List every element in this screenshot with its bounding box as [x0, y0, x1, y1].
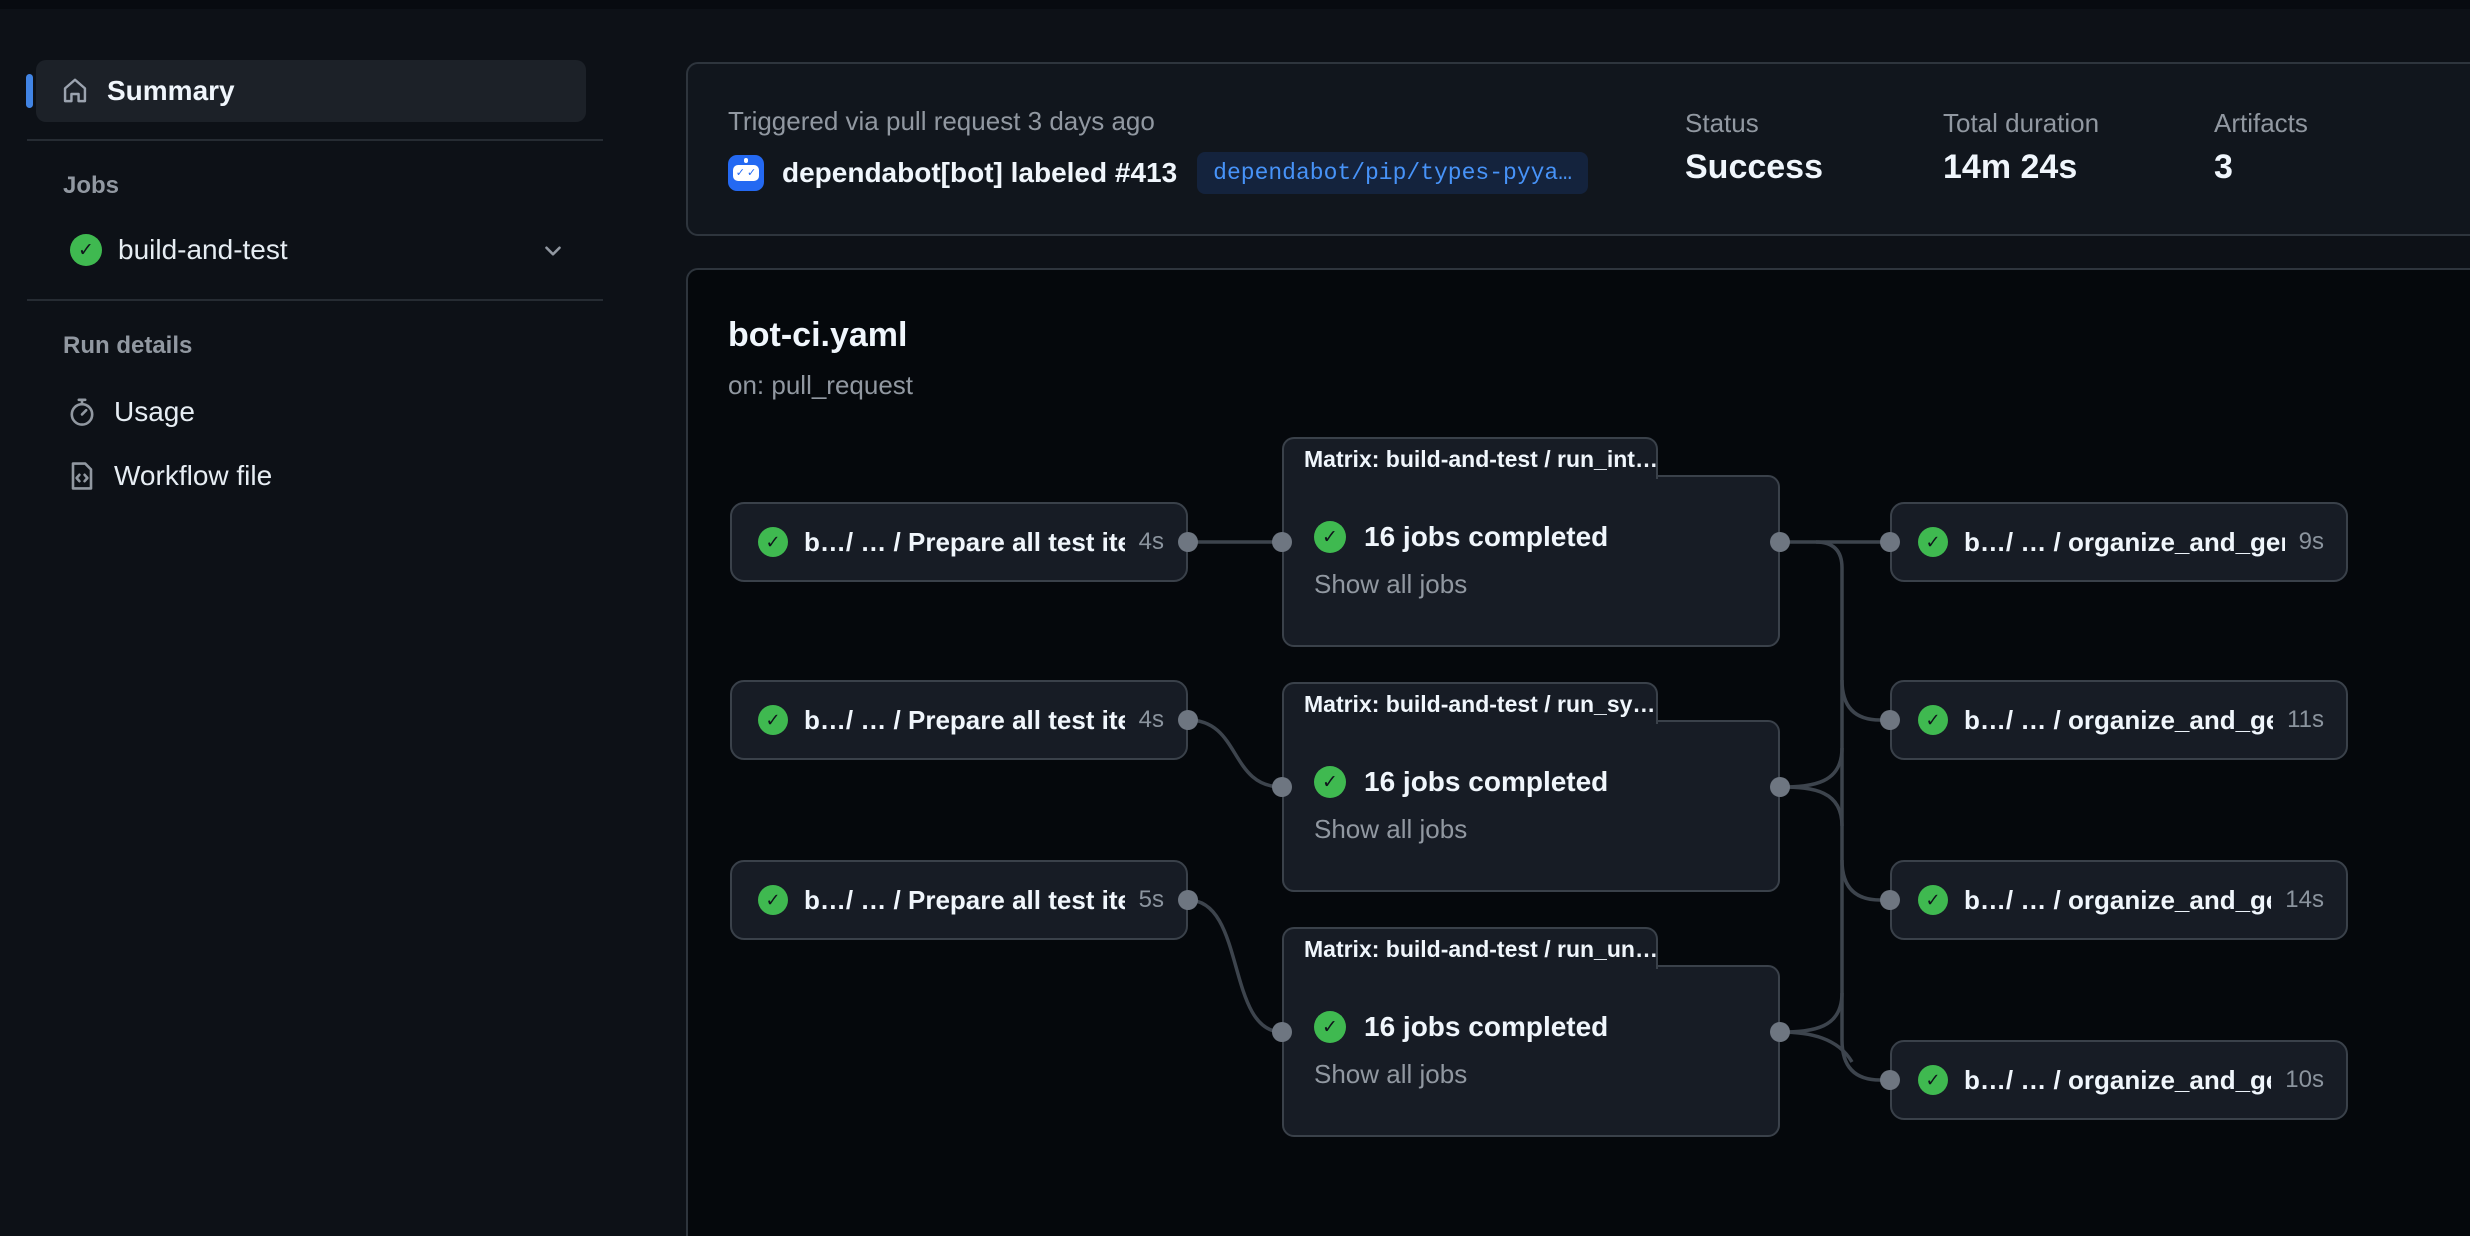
stat-label: Total duration	[1943, 108, 2100, 138]
job-duration: 11s	[2287, 706, 2324, 733]
workflow-trigger: on: pull_request	[728, 370, 914, 400]
chevron-down-icon[interactable]	[540, 238, 566, 269]
matrix-status-row: ✓ 16 jobs completed	[1314, 521, 1778, 553]
job-node-label: b…/ … / Prepare all test ite…	[804, 884, 1125, 915]
sidebar-item-workflow-file[interactable]: Workflow file	[66, 460, 272, 492]
job-node-prepare-2[interactable]: ✓ b…/ … / Prepare all test ite… 4s	[730, 680, 1188, 760]
job-node-organize-2[interactable]: ✓ b…/ … / organize_and_gen… 11s	[1890, 680, 2348, 760]
job-node-prepare-1[interactable]: ✓ b…/ … / Prepare all test ite… 4s	[730, 502, 1188, 582]
check-circle-icon: ✓	[70, 234, 102, 266]
actor-event-text: dependabot[bot] labeled #413	[782, 157, 1178, 188]
job-node-label: b…/ … / Prepare all test ite…	[804, 526, 1125, 557]
workflow-graph-card: bot-ci.yaml on: pull_request	[686, 268, 2470, 1236]
active-item-accent	[26, 74, 33, 108]
check-circle-icon: ✓	[1314, 1011, 1346, 1043]
job-duration: 4s	[1138, 706, 1164, 733]
avatar-antenna	[744, 158, 748, 163]
top-edge-divider	[0, 0, 2470, 9]
matrix-tab-run-un: Matrix: build-and-test / run_un…	[1282, 927, 1658, 969]
matrix-tab-run-int: Matrix: build-and-test / run_int…	[1282, 437, 1658, 479]
matrix-jobs-completed: 16 jobs completed	[1364, 766, 1609, 797]
sidebar-item-label: Summary	[107, 75, 235, 106]
matrix-tab-run-sy: Matrix: build-and-test / run_sy…	[1282, 682, 1658, 724]
stat-value: 3	[2214, 148, 2233, 186]
actor-row: ✓✓ dependabot[bot] labeled #413 dependab…	[728, 152, 1589, 194]
jobs-section-header: Jobs	[63, 172, 120, 199]
dependabot-avatar: ✓✓	[728, 155, 764, 191]
sidebar-divider	[27, 139, 603, 141]
run-details-section-header: Run details	[63, 332, 193, 359]
stat-value: Success	[1685, 148, 1823, 186]
sidebar-divider	[27, 299, 603, 301]
workflow-file-name: bot-ci.yaml	[728, 316, 908, 354]
run-summary-card: Triggered via pull request 3 days ago ✓✓…	[686, 62, 2470, 236]
matrix-node-run-sy[interactable]: ✓ 16 jobs completed Show all jobs	[1282, 720, 1780, 892]
branch-ref-badge[interactable]: dependabot/pip/types-pyya…	[1197, 152, 1589, 194]
job-node-label: b…/ … / Prepare all test ite…	[804, 704, 1125, 735]
sidebar-item-summary[interactable]: Summary	[36, 60, 586, 122]
check-circle-icon: ✓	[1314, 521, 1346, 553]
check-circle-icon: ✓	[1918, 527, 1948, 557]
sidebar-item-usage[interactable]: Usage	[66, 396, 195, 428]
file-code-icon	[66, 460, 98, 492]
show-all-jobs-link[interactable]: Show all jobs	[1314, 814, 1468, 844]
job-duration: 10s	[2285, 1066, 2324, 1093]
stat-label: Status	[1685, 108, 1759, 138]
sidebar-item-label: Usage	[114, 396, 195, 427]
job-node-label: b…/ … / organize_and_ge…	[1964, 1064, 2271, 1095]
job-duration: 4s	[1138, 528, 1164, 555]
job-node-organize-4[interactable]: ✓ b…/ … / organize_and_ge… 10s	[1890, 1040, 2348, 1120]
check-circle-icon: ✓	[758, 527, 788, 557]
matrix-status-row: ✓ 16 jobs completed	[1314, 766, 1778, 798]
show-all-jobs-link[interactable]: Show all jobs	[1314, 1059, 1468, 1089]
sidebar: Summary Jobs ✓ build-and-test Run detail…	[0, 0, 686, 1236]
matrix-status-row: ✓ 16 jobs completed	[1314, 1011, 1778, 1043]
job-node-label: b…/ … / organize_and_gen…	[1964, 526, 2285, 557]
job-duration: 9s	[2298, 528, 2324, 555]
check-circle-icon: ✓	[758, 885, 788, 915]
job-node-organize-3[interactable]: ✓ b…/ … / organize_and_ge… 14s	[1890, 860, 2348, 940]
job-node-label: b…/ … / organize_and_gen…	[1964, 704, 2273, 735]
sidebar-item-job-build-and-test[interactable]: ✓ build-and-test	[70, 234, 288, 266]
matrix-node-run-un[interactable]: ✓ 16 jobs completed Show all jobs	[1282, 965, 1780, 1137]
check-circle-icon: ✓	[1314, 766, 1346, 798]
show-all-jobs-link[interactable]: Show all jobs	[1314, 569, 1468, 599]
matrix-jobs-completed: 16 jobs completed	[1364, 521, 1609, 552]
check-circle-icon: ✓	[1918, 1065, 1948, 1095]
stopwatch-icon	[66, 396, 98, 428]
sidebar-item-label: Workflow file	[114, 460, 273, 491]
avatar-face: ✓✓	[733, 165, 759, 181]
job-node-label: b…/ … / organize_and_ge…	[1964, 884, 2271, 915]
matrix-node-run-int[interactable]: ✓ 16 jobs completed Show all jobs	[1282, 475, 1780, 647]
trigger-info: Triggered via pull request 3 days ago	[728, 106, 1155, 136]
job-node-organize-1[interactable]: ✓ b…/ … / organize_and_gen… 9s	[1890, 502, 2348, 582]
stat-value: 14m 24s	[1943, 148, 2078, 186]
check-circle-icon: ✓	[1918, 885, 1948, 915]
check-circle-icon: ✓	[1918, 705, 1948, 735]
stat-label: Artifacts	[2214, 108, 2308, 138]
job-name: build-and-test	[118, 234, 288, 265]
job-duration: 5s	[1138, 886, 1164, 913]
matrix-jobs-completed: 16 jobs completed	[1364, 1011, 1609, 1042]
job-node-prepare-3[interactable]: ✓ b…/ … / Prepare all test ite… 5s	[730, 860, 1188, 940]
check-circle-icon: ✓	[758, 705, 788, 735]
job-duration: 14s	[2285, 886, 2324, 913]
home-icon	[60, 76, 90, 106]
